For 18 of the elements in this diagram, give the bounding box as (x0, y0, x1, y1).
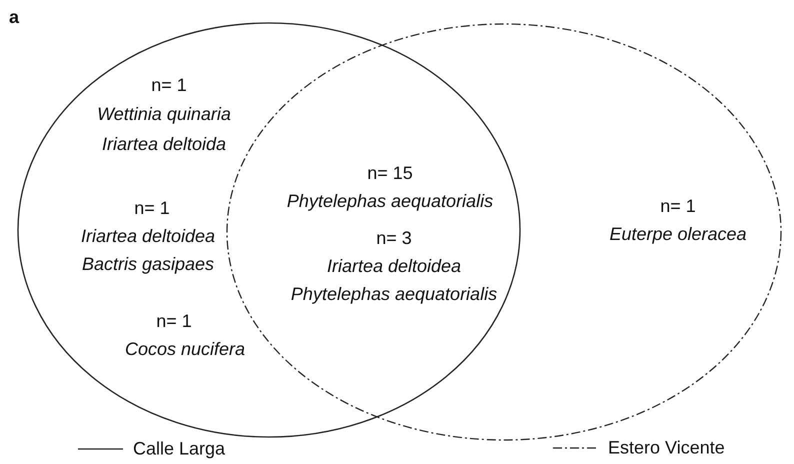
count-label: n= 3 (376, 229, 412, 249)
species-name: Iriartea deltoidea (80, 227, 216, 247)
legend-label: Calle Larga (133, 438, 226, 460)
count-label: n= 1 (660, 197, 696, 217)
count-label: n= 1 (156, 312, 192, 332)
species-name: Wettinia quinaria (97, 105, 231, 125)
species-name: Phytelephas aequatorialis (286, 192, 494, 212)
species-name: Euterpe oleracea (609, 225, 747, 245)
count-label: n= 15 (367, 164, 413, 184)
panel-letter: a (9, 8, 19, 28)
species-name: Bactris gasipaes (82, 255, 214, 275)
species-name: Cocos nucifera (124, 340, 246, 360)
count-label: n= 1 (151, 76, 187, 96)
count-label: n= 1 (134, 199, 170, 219)
legend-label: Estero Vicente (608, 438, 725, 458)
species-name: Iriartea deltoida (102, 135, 226, 155)
species-name: Phytelephas aequatorialis (290, 285, 498, 305)
species-name: Iriartea deltoidea (326, 257, 462, 277)
